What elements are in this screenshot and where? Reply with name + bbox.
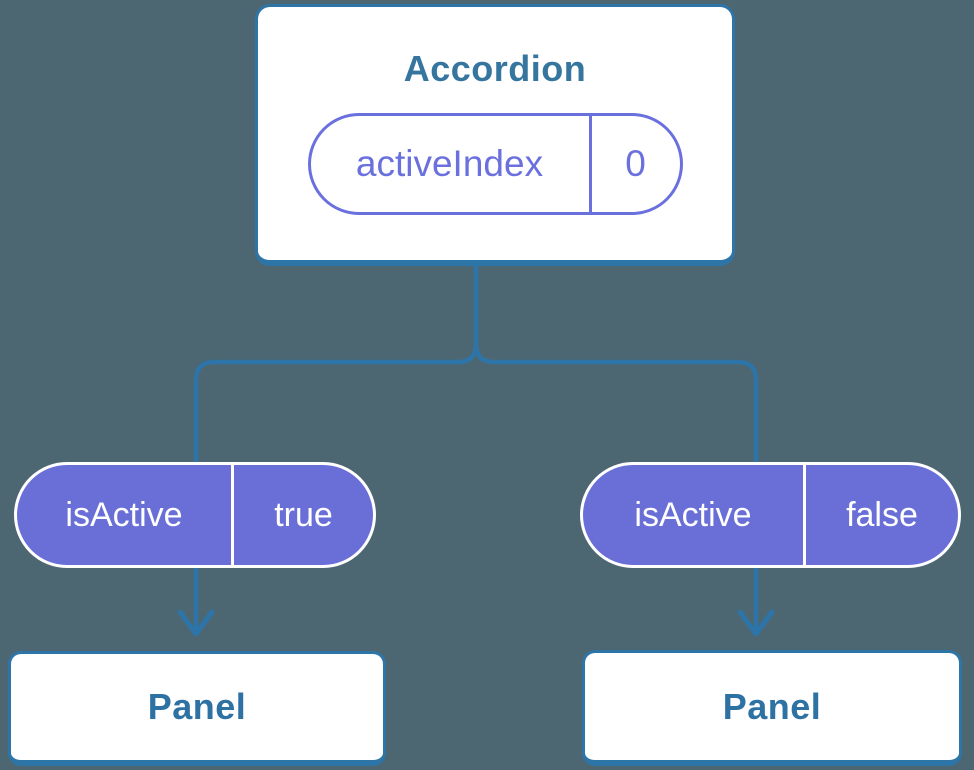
prop-pill-is-active-false: isActive false <box>580 462 961 568</box>
state-pill: activeIndex 0 <box>307 113 683 215</box>
prop-pill-value: true <box>274 495 333 534</box>
prop-pill-is-active-true: isActive true <box>14 462 376 568</box>
state-pill-label: activeIndex <box>311 116 592 212</box>
connector-branch-left <box>193 263 479 633</box>
panel-box-right: Panel <box>582 650 962 766</box>
accordion-title: Accordion <box>403 48 587 89</box>
prop-pill-value: false <box>846 495 918 534</box>
panel-label: Panel <box>722 685 822 727</box>
arrow-down-icon <box>177 609 215 637</box>
connector-branch-right <box>473 263 759 633</box>
arrow-down-icon <box>737 609 775 637</box>
panel-box-left: Panel <box>8 651 386 766</box>
accordion-card: Accordion activeIndex 0 <box>255 4 735 266</box>
state-pill-value: 0 <box>625 143 646 184</box>
prop-pill-label: isActive <box>17 465 234 565</box>
panel-label: Panel <box>147 686 247 727</box>
prop-pill-label: isActive <box>583 465 806 565</box>
